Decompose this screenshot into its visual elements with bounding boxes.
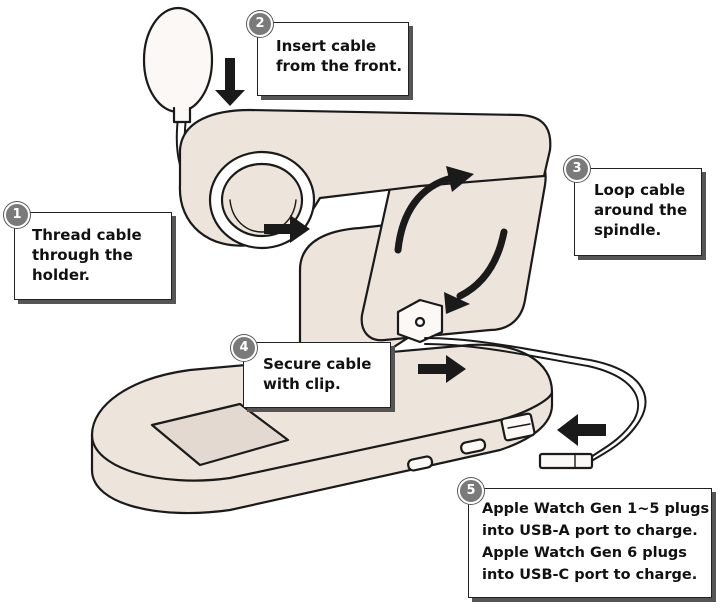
step-4-badge: 4 bbox=[231, 335, 257, 361]
step-3-text: Loop cable around the spindle. bbox=[594, 181, 688, 239]
arrow-down bbox=[215, 58, 245, 106]
step-4-text: Secure cable with clip. bbox=[263, 355, 372, 393]
usb-c-port-2 bbox=[460, 438, 487, 455]
cable bbox=[424, 337, 647, 463]
callout-step-4 bbox=[243, 342, 391, 408]
usb-a-port bbox=[500, 412, 536, 442]
arrow-right-holder bbox=[264, 215, 310, 243]
charging-base bbox=[90, 343, 554, 515]
step-1-badge: 1 bbox=[4, 202, 30, 228]
step-2-text: Insert cable from the front. bbox=[276, 37, 403, 75]
arrow-right-clip bbox=[418, 355, 466, 383]
usb-plug bbox=[538, 452, 594, 470]
step-3-badge: 3 bbox=[564, 156, 590, 182]
loop-arrow-down bbox=[456, 228, 508, 300]
step-1-text: Thread cable through the holder. bbox=[32, 226, 142, 284]
callout-step-5 bbox=[468, 488, 712, 598]
callout-step-1 bbox=[14, 212, 172, 300]
step-2-badge: 2 bbox=[247, 11, 273, 37]
step-5-badge: 5 bbox=[458, 478, 484, 504]
callout-step-3 bbox=[574, 168, 702, 256]
callout-step-2 bbox=[257, 22, 409, 96]
charging-pad-square bbox=[150, 402, 290, 467]
cable-clip bbox=[396, 298, 444, 344]
usb-c-port bbox=[407, 455, 434, 472]
step-5-text: Apple Watch Gen 1~5 plugs into USB-A por… bbox=[482, 501, 710, 583]
loop-arrow-up bbox=[394, 174, 456, 254]
arrow-left-port bbox=[557, 414, 606, 446]
